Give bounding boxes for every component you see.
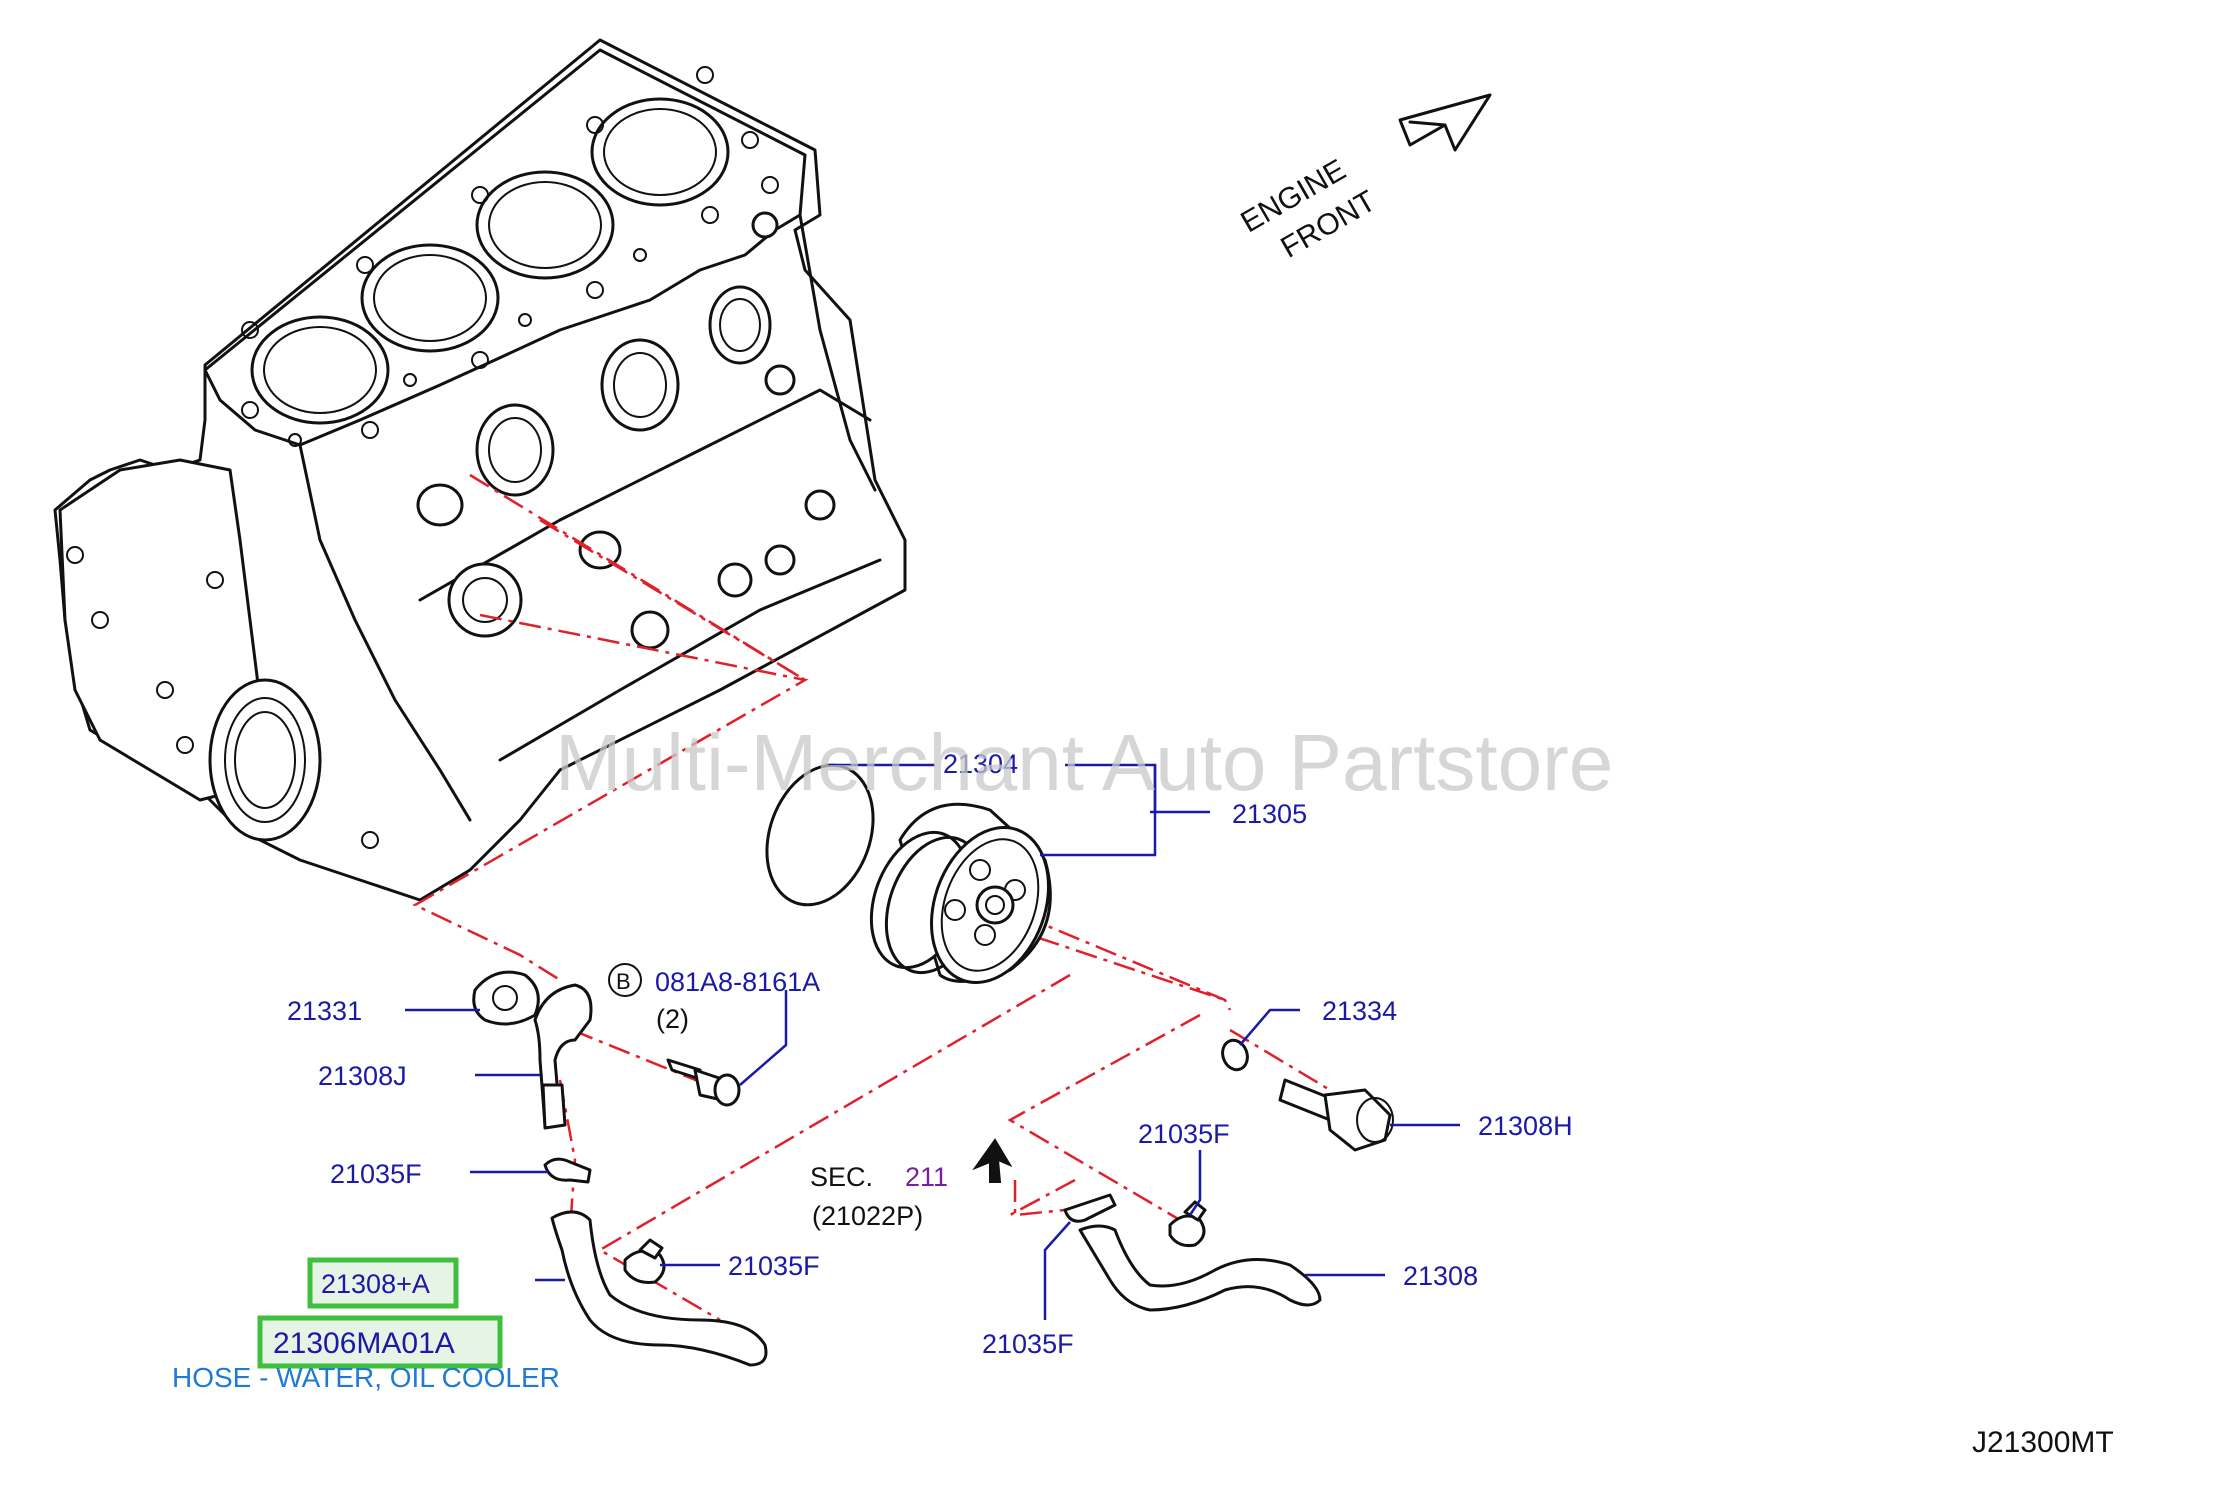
label-081A8-8161A[interactable]: 081A8-8161A bbox=[655, 967, 820, 997]
bolt-ref-letter: B bbox=[616, 969, 631, 994]
cylinder-bores bbox=[250, 97, 730, 425]
label-081A8-qty: (2) bbox=[656, 1004, 689, 1034]
highlight-box-21308A[interactable] bbox=[307, 1257, 459, 1309]
label-21304[interactable]: 21304 bbox=[943, 749, 1018, 779]
clamp-21035F-left-lower bbox=[623, 1238, 666, 1284]
sec-direction-arrow bbox=[972, 1138, 1013, 1183]
engine-block-drawing bbox=[53, 38, 907, 902]
oil-cooler-21305 bbox=[869, 802, 1052, 984]
sec-number[interactable]: 211 bbox=[905, 1162, 948, 1192]
callout-leader-lines bbox=[405, 763, 1460, 1320]
union-bolt-21308H bbox=[1278, 1078, 1394, 1152]
bolt-081A8 bbox=[666, 1058, 741, 1107]
hose-21308 bbox=[1078, 1224, 1322, 1312]
label-21305[interactable]: 21305 bbox=[1232, 799, 1307, 829]
hose-21308A bbox=[550, 1210, 768, 1367]
sec-prefix: SEC. bbox=[810, 1162, 873, 1192]
part-description: HOSE - WATER, OIL COOLER bbox=[172, 1362, 560, 1393]
label-21331[interactable]: 21331 bbox=[287, 996, 362, 1026]
washer-21334 bbox=[1221, 1038, 1249, 1072]
engine-front-arrow-icon bbox=[1398, 93, 1492, 152]
label-21308J[interactable]: 21308J bbox=[318, 1061, 407, 1091]
clamp-21035F-left-upper bbox=[543, 1157, 592, 1184]
gasket-21331 bbox=[472, 970, 540, 1026]
label-21035F-c[interactable]: 21035F bbox=[1138, 1119, 1230, 1149]
clamp-21035F-right-lower bbox=[1063, 1193, 1117, 1223]
watermark: Multi-Merchant Auto Partstore bbox=[555, 718, 1613, 807]
diagram-code: J21300MT bbox=[1972, 1426, 2114, 1459]
label-21308[interactable]: 21308 bbox=[1403, 1261, 1478, 1291]
label-21035F-d[interactable]: 21035F bbox=[982, 1329, 1074, 1359]
label-21035F-a[interactable]: 21035F bbox=[330, 1159, 422, 1189]
highlight-label-21306MA01A: 21306MA01A bbox=[273, 1327, 455, 1360]
highlighted-parts: 21308+A 21306MA01A HOSE - WATER, OIL COO… bbox=[172, 1257, 560, 1393]
sec-part: (21022P) bbox=[812, 1201, 923, 1231]
bolt-ref-circle bbox=[608, 963, 642, 997]
o-ring-21304 bbox=[765, 763, 875, 907]
assembly-phantom-lines bbox=[412, 473, 1331, 1322]
label-21334[interactable]: 21334 bbox=[1322, 996, 1397, 1026]
highlight-box-21306MA01A[interactable] bbox=[257, 1315, 503, 1369]
highlight-label-21308A: 21308+A bbox=[321, 1269, 430, 1299]
pipe-21308J bbox=[533, 983, 593, 1130]
label-21035F-b[interactable]: 21035F bbox=[728, 1251, 820, 1281]
label-21308H[interactable]: 21308H bbox=[1478, 1111, 1573, 1141]
clamp-21035F-right-upper bbox=[1168, 1200, 1207, 1247]
